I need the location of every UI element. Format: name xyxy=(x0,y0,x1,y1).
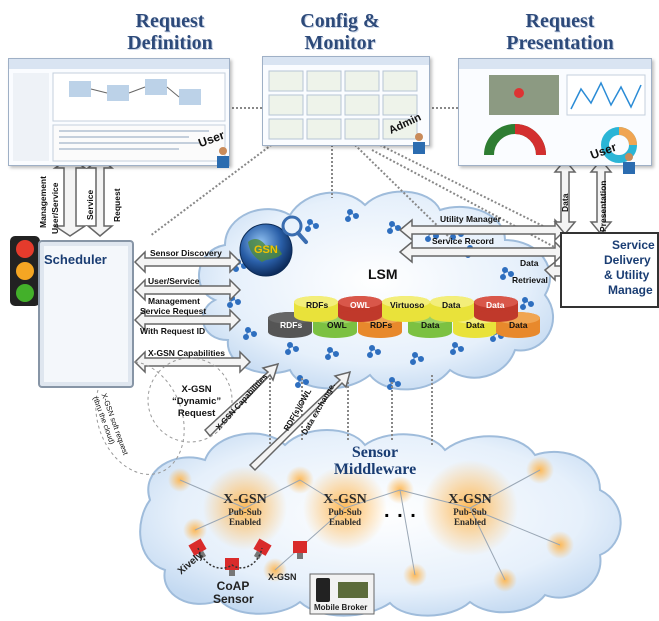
editor-thumbnail xyxy=(9,59,229,162)
retrieval-label: Retrieval xyxy=(512,275,548,285)
ellipsis-label: . . . xyxy=(384,500,417,522)
db-top-label-4: Data xyxy=(442,300,461,310)
middleware-line-1: Sensor xyxy=(351,444,399,461)
request-presentation-screenshot xyxy=(458,58,652,166)
title-line-1: Request xyxy=(525,10,595,32)
xgsn-small-label: X-GSN xyxy=(268,572,297,582)
database-cylinders xyxy=(268,296,540,338)
dynamic-line-1: X-GSN xyxy=(181,384,212,395)
service-request-id-label-1: Service Request xyxy=(140,306,207,316)
user-person-icon xyxy=(214,146,232,168)
service-delivery-box xyxy=(560,232,659,308)
middleware-links xyxy=(179,469,561,581)
xgsn-node-sub-1: Pub-Sub xyxy=(453,507,487,517)
sd-line-2: Delivery xyxy=(604,253,651,267)
dynamic-line-3: Request xyxy=(177,408,216,419)
title-request-definition: Request Definition xyxy=(80,10,260,54)
traffic-light-icon xyxy=(10,236,40,306)
middleware-label: Sensor Middleware xyxy=(330,444,420,478)
sensor-plug-icons xyxy=(188,538,307,576)
user-service-management-label-2: Management xyxy=(148,296,200,306)
db-top-label-3: Virtuoso xyxy=(390,300,425,310)
xgsn-node-name: X-GSN xyxy=(223,492,267,507)
user-person-icon-right xyxy=(620,152,638,174)
service-request-id-label-2: With Request ID xyxy=(140,326,206,336)
db-bottom-label-4: Data xyxy=(421,320,440,330)
gsn-label: GSN xyxy=(254,244,278,256)
xgsn-node-sub-1: Pub-Sub xyxy=(228,507,262,517)
sd-line-1: Service xyxy=(612,238,655,252)
xgsn-node-name: X-GSN xyxy=(323,492,367,507)
xgsn-node-sub-1: Pub-Sub xyxy=(328,507,362,517)
data-presentation-label-2: Presentation xyxy=(598,180,608,233)
mobile-broker-icon xyxy=(309,573,375,615)
coap-line-2: Sensor xyxy=(213,592,254,606)
scheduler-panel xyxy=(44,246,128,382)
xgsn-node-sub-2: Enabled xyxy=(453,517,486,527)
db-top-label-2: OWL xyxy=(350,300,370,310)
dynamic-line-2: “Dynamic” xyxy=(172,396,222,407)
scheduler-label: Scheduler xyxy=(44,252,107,267)
user-service-label: User/Service xyxy=(50,182,60,234)
xgsn-capabilities-label: X-GSN Capabilities xyxy=(148,348,225,358)
request-label: Request xyxy=(112,188,122,222)
coap-line-1: CoAP xyxy=(216,579,250,593)
xgsn-node-3: X-GSN Pub-Sub Enabled xyxy=(430,492,510,527)
middleware-line-2: Middleware xyxy=(333,461,417,478)
request-definition-screenshot xyxy=(8,58,230,166)
title-request-presentation: Request Presentation xyxy=(470,10,650,54)
mobile-broker-label: Mobile Broker xyxy=(314,603,368,612)
lsm-label: LSM xyxy=(368,266,398,282)
db-top-label-5: Data xyxy=(486,300,505,310)
coap-sensor-label: CoAP Sensor xyxy=(213,579,254,606)
data-label: Data xyxy=(520,258,539,268)
xgsn-dynamic-request-label: X-GSN “Dynamic” Request xyxy=(172,384,221,420)
db-top-label-1: RDFs xyxy=(306,300,329,310)
config-monitor-screenshot xyxy=(262,56,430,146)
presentation-thumbnail xyxy=(459,59,651,163)
title-line-1: Request xyxy=(135,10,205,32)
data-presentation-label-1: Data xyxy=(560,193,570,212)
db-bottom-label-1: RDFs xyxy=(280,320,303,330)
management-label: Management xyxy=(38,176,48,228)
title-line-2: Presentation xyxy=(506,32,614,54)
title-line-2: Monitor xyxy=(304,32,376,54)
dashboard-thumbnail xyxy=(263,57,429,140)
magnifier-icon xyxy=(281,215,308,244)
xgsn-node-name: X-GSN xyxy=(448,492,492,507)
globe-icon xyxy=(239,223,293,277)
user-service-management-label-1: User/Service xyxy=(148,276,200,286)
service-label: Service xyxy=(85,189,95,220)
sd-line-4: Manage xyxy=(608,283,653,297)
db-bottom-label-6: Data xyxy=(509,320,528,330)
scheduler-clipboard xyxy=(38,240,134,388)
utility-manager-label: Utility Manager xyxy=(440,214,501,224)
sensor-discovery-label: Sensor Discovery xyxy=(150,248,222,258)
xgsn-node-1: X-GSN Pub-Sub Enabled xyxy=(205,492,285,527)
xgsn-node-sub-2: Enabled xyxy=(328,517,361,527)
title-config-monitor: Config & Monitor xyxy=(275,10,405,54)
admin-person-icon xyxy=(410,132,428,154)
db-bottom-label-3: RDFs xyxy=(370,320,393,330)
title-line-1: Config & xyxy=(300,10,380,32)
xgsn-node-sub-2: Enabled xyxy=(228,517,261,527)
db-bottom-label-5: Data xyxy=(466,320,485,330)
service-delivery-label: Service Delivery & Utility Manage xyxy=(604,238,655,298)
title-line-2: Definition xyxy=(127,32,213,54)
service-record-label: Service Record xyxy=(432,236,494,246)
sd-line-3: & Utility xyxy=(604,268,650,282)
xgsn-node-2: X-GSN Pub-Sub Enabled xyxy=(305,492,385,527)
db-bottom-label-2: OWL xyxy=(327,320,347,330)
